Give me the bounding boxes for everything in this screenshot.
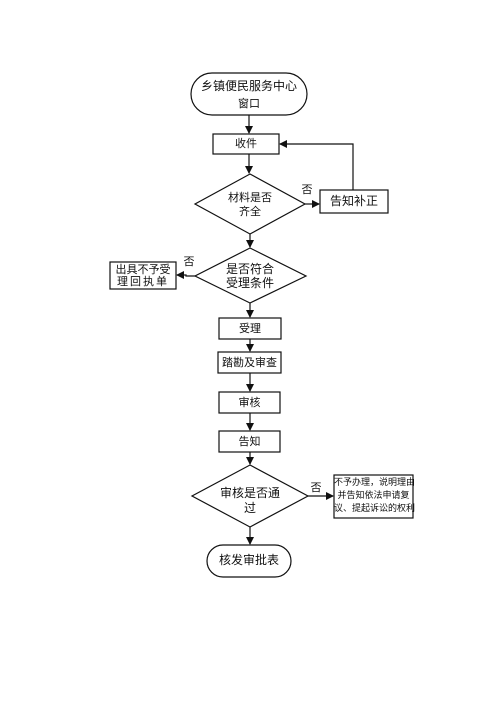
deny-line1: 不予办理，说明理由: [334, 478, 416, 488]
approved-decision-line1: 审核是否通: [219, 486, 280, 500]
no-label-1: 否: [301, 183, 313, 196]
end-node: [206, 544, 292, 578]
acceptance-decision-line1: 是否符合: [225, 262, 274, 276]
deny-box: [333, 474, 414, 519]
notify-correction-box: [319, 189, 389, 214]
notify-label: 告知: [238, 435, 261, 448]
reject-receipt-line1: 出具不予受: [115, 263, 171, 276]
materials-decision-line2: 齐全: [239, 205, 261, 218]
approved-decision-line2: 过: [243, 501, 256, 515]
reject-receipt-line2: 理回执单: [117, 275, 169, 288]
verify-label: 审核: [238, 396, 261, 409]
deny-line2: 并告知依法申请复: [337, 491, 410, 501]
accept-label: 受理: [239, 322, 261, 335]
end-label: 核发审批表: [218, 553, 279, 567]
no-label-2: 否: [183, 255, 195, 268]
arrow-correction-receive: [279, 140, 354, 190]
acceptance-decision-line2: 受理条件: [225, 276, 274, 290]
deny-line3: 议、提起诉讼的权利: [334, 504, 416, 514]
receive-label: 收件: [235, 137, 257, 150]
no-label-3: 否: [310, 481, 322, 494]
notify-correction-label: 告知补正: [329, 194, 378, 208]
arrow-d2-reject: [176, 271, 195, 279]
start-label-line1: 乡镇便民服务中心: [200, 79, 297, 93]
start-label-line2: 窗口: [238, 97, 260, 110]
materials-decision-line1: 材料是否: [228, 191, 272, 204]
survey-review-label: 踏勘及审查: [222, 356, 277, 369]
